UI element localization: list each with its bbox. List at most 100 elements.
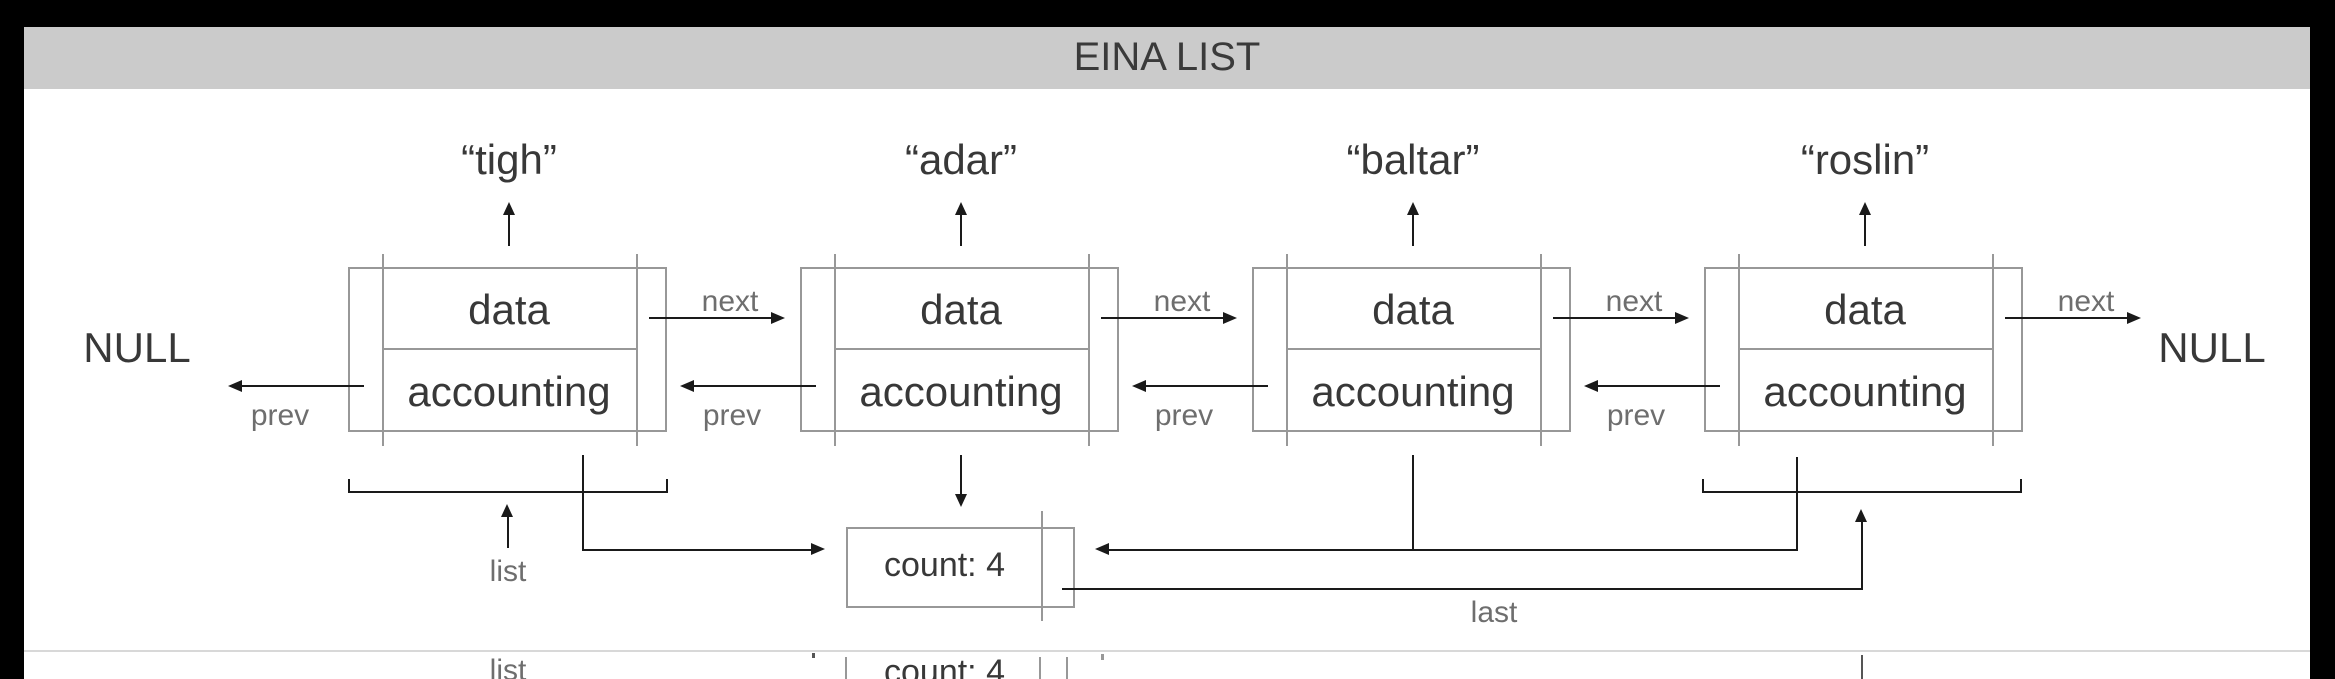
last-label: last (1470, 596, 1518, 629)
arrow-up-icon (1855, 509, 1867, 522)
accounting-link-node2 (960, 455, 962, 495)
node-cell-line-left (1286, 254, 1288, 446)
arrow-up-icon (955, 202, 967, 215)
first-node-bracket (348, 491, 668, 493)
accounting-link-shared (1109, 549, 1798, 551)
last-node-bracket (1702, 491, 2022, 493)
bracket-tick (1702, 479, 1704, 491)
last-pointer-line (1861, 521, 1863, 589)
accounting-cell-label: accounting (859, 368, 1063, 415)
strip-box-line (1039, 657, 1041, 679)
node-cell-line-left (1738, 254, 1740, 446)
arrow-up-icon (501, 504, 513, 517)
data-cell-label: data (1372, 286, 1454, 333)
separator-rule (24, 650, 2310, 652)
arrow-left-icon (1095, 543, 1109, 555)
node-cell-divider (1740, 348, 1992, 350)
node-cell-line-right (636, 254, 638, 446)
strip-box-line (1066, 657, 1068, 679)
list-node-roslin: “roslin” data accounting next prev (1584, 0, 2141, 679)
list-pointer-arrow (507, 517, 509, 548)
node-box (800, 267, 1119, 432)
node-name-label: “baltar” (1346, 136, 1480, 183)
node-name-label: “adar” (904, 136, 1018, 183)
last-pointer-line (1062, 588, 1863, 590)
next-label: next (2057, 285, 2115, 318)
data-pointer-arrow (1412, 215, 1414, 246)
null-terminator-left: NULL (83, 324, 191, 371)
diagram-canvas (24, 89, 2310, 679)
node-cell-line-left (382, 254, 384, 446)
next-arrow (649, 317, 771, 319)
list-node-tigh: “tigh” data accounting next prev (228, 0, 785, 679)
prev-arrow (1145, 385, 1268, 387)
accounting-box-cell-line (1041, 511, 1043, 621)
arrow-up-icon (1859, 202, 1871, 215)
bracket-tick (666, 479, 668, 491)
node-cell-line-right (1992, 254, 1994, 446)
accounting-link-node3 (1412, 455, 1414, 551)
next-label: next (1153, 285, 1211, 318)
arrow-right-icon (811, 543, 825, 555)
arrow-right-icon (1675, 312, 1689, 324)
arrow-left-icon (1584, 380, 1598, 392)
null-terminator-right: NULL (2158, 324, 2266, 371)
bracket-tick (2020, 479, 2022, 491)
accounting-cell-label: accounting (1763, 368, 1967, 415)
prev-label: prev (1606, 399, 1666, 432)
accounting-cell-label: accounting (1311, 368, 1515, 415)
prev-arrow (1597, 385, 1720, 387)
arrow-down-icon (955, 494, 967, 507)
node-cell-divider (384, 348, 636, 350)
arrow-left-icon (680, 380, 694, 392)
node-name-label: “roslin” (1800, 136, 1930, 183)
accounting-struct-box (846, 527, 1075, 608)
arrow-up-icon (1407, 202, 1419, 215)
accounting-link-node1 (582, 455, 584, 551)
prev-label: prev (702, 399, 762, 432)
next-arrow (1101, 317, 1223, 319)
node-name-label: “tigh” (461, 136, 557, 183)
node-box (348, 267, 667, 432)
next-label: next (701, 285, 759, 318)
node-box (1704, 267, 2023, 432)
node-cell-divider (1288, 348, 1540, 350)
list-label: list (489, 555, 527, 588)
accounting-link-node4 (1796, 457, 1798, 551)
arrow-right-icon (2127, 312, 2141, 324)
bracket-tick (348, 479, 350, 491)
prev-arrow (241, 385, 364, 387)
arrow-right-icon (771, 312, 785, 324)
strip-list-label: list (489, 654, 527, 679)
arrow-left-icon (228, 380, 242, 392)
node-box (1252, 267, 1571, 432)
next-arrow (1553, 317, 1675, 319)
prev-label: prev (250, 399, 310, 432)
node-cell-line-left (834, 254, 836, 446)
node-cell-divider (836, 348, 1088, 350)
prev-label: prev (1154, 399, 1214, 432)
accounting-cell-label: accounting (407, 368, 611, 415)
data-pointer-arrow (1864, 215, 1866, 246)
next-arrow (2005, 317, 2127, 319)
arrow-up-icon (503, 202, 515, 215)
node-cell-line-right (1540, 254, 1542, 446)
list-node-baltar: “baltar” data accounting next prev (1132, 0, 1689, 679)
data-pointer-arrow (508, 215, 510, 246)
strip-arrow-fragment (812, 653, 815, 658)
figure-title: EINA LIST (1073, 35, 1261, 79)
data-cell-label: data (468, 286, 550, 333)
data-cell-label: data (920, 286, 1002, 333)
prev-arrow (693, 385, 816, 387)
accounting-link-node1 (582, 549, 812, 551)
arrow-left-icon (1132, 380, 1146, 392)
strip-count-value: count: 4 (884, 653, 1005, 679)
strip-arrow-fragment (1101, 654, 1104, 660)
data-cell-label: data (1824, 286, 1906, 333)
next-label: next (1605, 285, 1663, 318)
strip-last-line (1861, 655, 1863, 679)
arrow-right-icon (1223, 312, 1237, 324)
node-cell-line-right (1088, 254, 1090, 446)
data-pointer-arrow (960, 215, 962, 246)
